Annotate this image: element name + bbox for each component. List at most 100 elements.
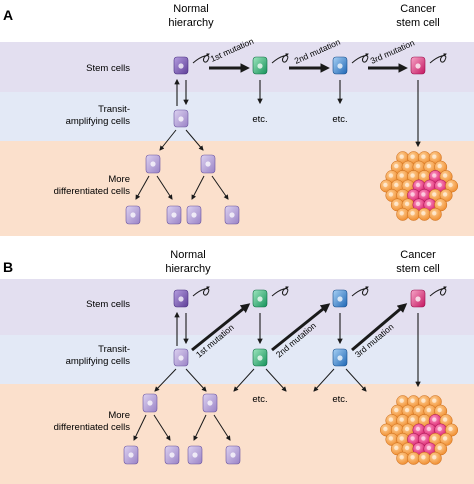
etc-label-1: etc. [252,394,267,405]
tumor-cell-nucleus [404,445,410,451]
transit-band [0,335,474,384]
panel-b: B Normal hierarchy Cancer stem cell Stem… [0,249,474,484]
tumor-cell-nucleus [421,455,426,460]
tumor-cell-nucleus [410,211,415,216]
stem-cell-mutation-2 [332,289,348,308]
terminal-cell [186,205,202,225]
tumor-cell-nucleus [442,192,448,197]
tumor-cell-nucleus [432,154,437,159]
mutation-arrow-2 [271,303,331,352]
cancer-stem-cell [410,56,426,75]
terminal-cell [123,445,139,465]
cancer-stem-cell-label-2: stem cell [396,263,439,275]
tumor-cell-nucleus [410,192,415,197]
tumor-cell-nucleus [437,407,442,413]
tumor-cell-nucleus [421,173,426,178]
self-renewal-arrow [429,53,447,64]
tumor-cell-nucleus [421,436,426,441]
branch-arrow [211,175,229,200]
tumor-cell-nucleus [404,182,410,188]
cancer-stem-cell [410,289,426,308]
row-label-transit-1: Transit- [98,104,130,115]
tumor-cell-nucleus [388,417,394,422]
tumor-cell-nucleus [399,192,404,197]
row-label-stem: Stem cells [86,299,130,310]
tumor-cell-nucleus [388,436,394,441]
row-label-diff-1: More [108,410,130,421]
self-renewal-arrow [271,53,289,64]
row-label-stem: Stem cells [86,63,130,74]
tumor-cell-nucleus [442,436,448,441]
normal-hierarchy-label-1: Normal [170,249,205,261]
stem-cell-normal [173,289,189,308]
tumor-cell-nucleus [394,182,399,188]
tumor-cell-nucleus [410,154,415,159]
etc-label-2: etc. [332,114,347,125]
etc-label-1: etc. [252,114,267,125]
tumor-cell-nucleus [437,426,442,432]
terminal-cell [187,445,203,465]
tumor-cell-nucleus [432,173,437,178]
tumor-cell-nucleus [394,163,399,169]
tumor-cell-nucleus [410,417,415,422]
row-label-transit-2: amplifying cells [66,116,131,127]
tumor-cell-nucleus [399,211,404,216]
tumor-cell-nucleus [448,182,453,188]
tumor-cell-nucleus [394,407,399,413]
panel-b-letter: B [3,259,13,275]
transit-band [0,92,474,141]
transit-cell-mutation-2 [332,348,348,367]
tumor-cell-nucleus [448,426,453,432]
self-renewal-arrow [429,286,447,297]
tumor-cluster [379,151,459,221]
etc-label-2: etc. [332,394,347,405]
branch-arrow [154,368,177,392]
stem-cell-mutation-1 [252,56,268,75]
tumor-cell-nucleus [426,426,432,432]
terminal-cell [164,445,180,465]
normal-hierarchy-label-2: hierarchy [165,263,211,275]
mutation-arrow-1 [191,303,251,352]
tumor-cell-nucleus [399,436,404,441]
panel-a: A Normal hierarchy Cancer stem cell Stem… [0,3,474,236]
tumor-cell-nucleus [399,455,404,460]
self-renewal-arrow [192,286,210,297]
tumor-cell-nucleus [388,192,394,197]
tumor-cell-nucleus [421,192,426,197]
branch-arrow [191,175,205,200]
tumor-cell-nucleus [426,445,432,451]
normal-hierarchy-label-2: hierarchy [168,17,214,29]
tumor-cell-nucleus [410,455,415,460]
tumor-cell-nucleus [415,163,421,169]
tumor-cell-nucleus [442,173,448,178]
normal-hierarchy-label-1: Normal [173,3,208,15]
branch-arrow [185,129,204,151]
branch-arrow [193,414,207,441]
branch-arrow [156,175,173,200]
branch-arrow [213,414,231,441]
tumor-cell-nucleus [415,182,421,188]
self-renewal-arrow [192,53,210,64]
tumor-cell-nucleus [421,398,426,403]
transit-cell-mutation-1 [252,348,268,367]
tumor-cell-nucleus [426,163,432,169]
cancer-stem-cell-label-2: stem cell [396,17,439,29]
self-renewal-arrow [351,286,369,297]
panel-separator [0,236,474,254]
tumor-cell-nucleus [399,398,404,403]
tumor-cell-nucleus [404,426,410,432]
tumor-cell-nucleus [421,417,426,422]
stem-cell-mutation-2 [332,56,348,75]
stem-cell-mutation-1 [252,289,268,308]
branch-arrow [135,175,150,200]
terminal-cell [225,445,241,465]
tumor-cell-nucleus [404,163,410,169]
tumor-cell-nucleus [415,426,421,432]
tumor-cell-nucleus [404,407,410,413]
differentiated-cell [200,154,216,174]
cancer-stem-cell-label-1: Cancer [400,3,436,15]
terminal-cell [125,205,141,225]
tumor-cell-nucleus [432,398,437,403]
stem-band [0,279,474,335]
tumor-cell-nucleus [442,417,448,422]
